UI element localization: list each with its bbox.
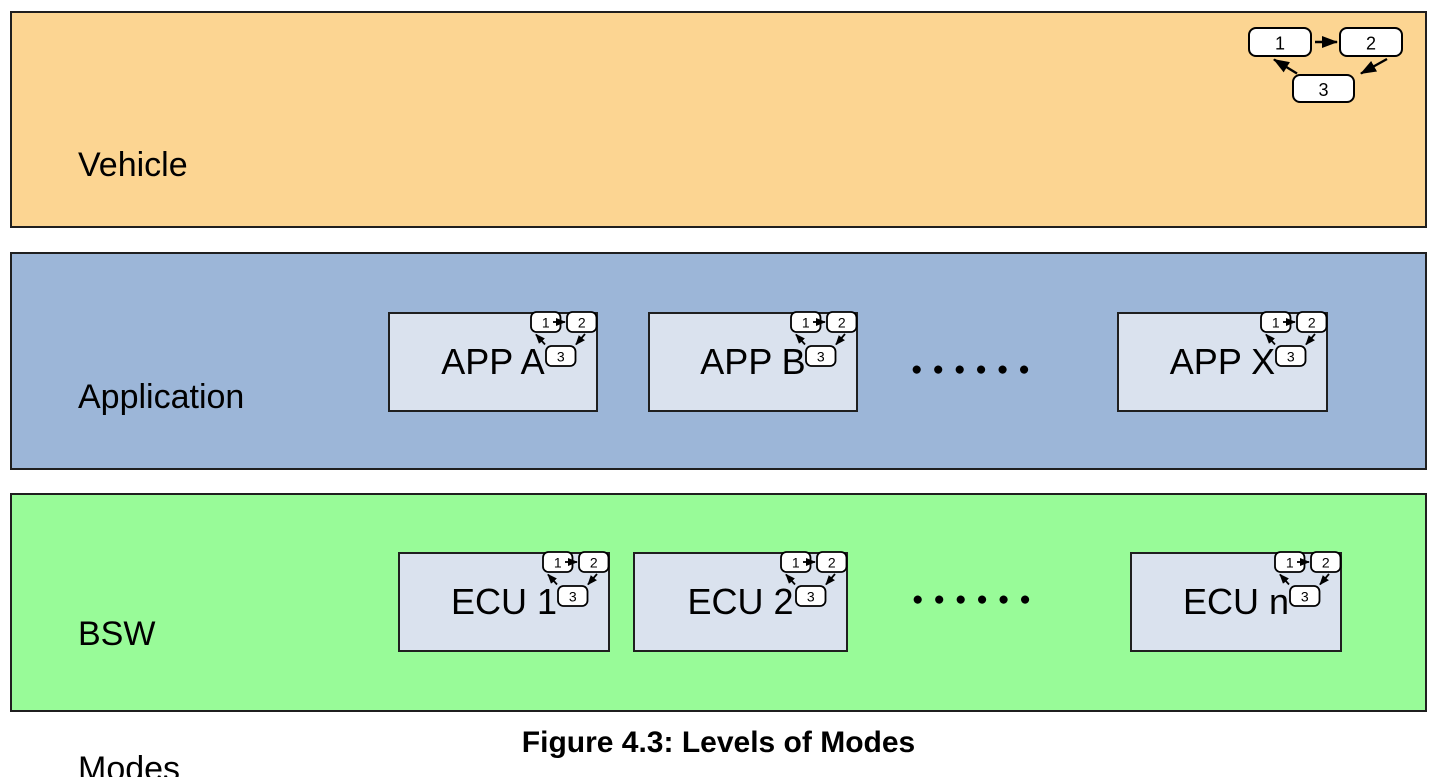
transition-arrow-3-1	[547, 573, 558, 586]
state-node-2-label: 2	[1366, 34, 1376, 54]
ecu-2-box-label: ECU 2	[687, 581, 794, 622]
app-a-box-label: APP A	[441, 341, 545, 382]
state-node-2-label: 2	[590, 555, 598, 571]
transition-arrow-2-3	[1319, 573, 1330, 586]
state-node-2-label: 2	[828, 555, 836, 571]
app-b-box-label: APP B	[700, 341, 806, 382]
state-node-3	[1292, 74, 1355, 103]
state-node-3	[545, 345, 577, 367]
ecu-1-state-diagram: 1 2 3	[542, 551, 612, 608]
state-node-3-label: 3	[557, 349, 565, 365]
state-node-1-label: 1	[542, 315, 550, 331]
ecu-n-box: ECU n 1 2 3	[1130, 551, 1344, 652]
state-node-2	[1339, 27, 1403, 57]
state-node-3	[557, 585, 589, 607]
mode-state-machine-mini: 1 2 3	[1260, 311, 1328, 367]
mode-state-machine-mini: 1 2 3	[1274, 551, 1342, 607]
state-node-2	[566, 311, 598, 333]
mode-state-machine-mini: 1 2 3	[530, 311, 598, 367]
transition-arrow-2-3	[825, 573, 836, 586]
app-x-box-label: APP X	[1169, 341, 1276, 382]
bsw-modes-label-line1: BSW	[78, 615, 156, 653]
state-node-3	[1275, 345, 1307, 367]
ecu-2-box: ECU 2 1 2 3	[633, 551, 850, 652]
state-node-3	[805, 345, 837, 367]
bsw-modes-band: BSW Modes ECU 1 1 2 3 ECU 2	[10, 493, 1427, 777]
ecu-2-state-diagram: 1 2 3	[780, 551, 850, 608]
transition-arrow-2-3	[835, 333, 846, 346]
transition-arrow-2-3	[1305, 333, 1316, 346]
ecu-1-box-label: ECU 1	[450, 581, 558, 622]
state-node-3-label: 3	[1301, 589, 1309, 605]
state-node-2-label: 2	[578, 315, 586, 331]
transition-arrow-3-1	[1265, 333, 1276, 346]
app-a-state-diagram: 1 2 3	[530, 311, 600, 368]
state-node-1-label: 1	[1272, 315, 1280, 331]
vehicle-modes-label-line1: Vehicle	[78, 146, 188, 184]
mode-state-machine-mini: 1 2 3	[542, 551, 610, 607]
state-node-3-label: 3	[807, 589, 815, 605]
transition-arrow-3-1	[535, 333, 546, 346]
app-a-box: APP A 1 2 3	[388, 311, 600, 412]
app-x-state-diagram: 1 2 3	[1260, 311, 1330, 368]
bsw-modes-label: BSW Modes	[78, 522, 180, 777]
state-node-2-label: 2	[1322, 555, 1330, 571]
state-node-2	[816, 551, 848, 573]
mode-state-machine-mini: 1 2 3	[780, 551, 848, 607]
transition-arrow-3-1	[795, 333, 806, 346]
bsw-modes-label-line2: Modes	[78, 750, 181, 777]
app-b-box: APP B 1 2 3	[648, 311, 860, 412]
app-b-state-diagram: 1 2 3	[790, 311, 860, 368]
state-node-3-label: 3	[1287, 349, 1295, 365]
transition-arrow-3-1	[1279, 573, 1290, 586]
state-node-3	[1289, 585, 1321, 607]
transition-arrow-2-3	[1360, 57, 1388, 75]
state-node-1-label: 1	[554, 555, 562, 571]
state-node-1-label: 1	[1275, 34, 1285, 54]
state-node-1-label: 1	[792, 555, 800, 571]
transition-arrow-3-1	[1273, 58, 1298, 75]
vehicle-state-diagram: 1 2 3	[1247, 26, 1407, 106]
state-node-2-label: 2	[1308, 315, 1316, 331]
transition-arrow-2-3	[575, 333, 586, 346]
ellipsis-dots: ●●●●●●	[911, 359, 1040, 380]
ecu-n-state-diagram: 1 2 3	[1274, 551, 1344, 608]
ecu-1-box: ECU 1 1 2 3	[398, 551, 612, 652]
state-node-2	[1310, 551, 1342, 573]
state-node-2	[578, 551, 610, 573]
state-node-1-label: 1	[1286, 555, 1294, 571]
state-node-2	[826, 311, 858, 333]
application-modes-label-line1: Application	[78, 378, 245, 416]
mode-state-machine-large: 1 2 3	[1248, 27, 1403, 103]
transition-arrow-3-1	[785, 573, 796, 586]
state-node-3-label: 3	[1318, 80, 1328, 100]
state-node-3-label: 3	[817, 349, 825, 365]
ellipsis-dots: ●●●●●●	[912, 589, 1041, 610]
mode-state-machine-mini: 1 2 3	[790, 311, 858, 367]
vehicle-modes-band: Vehicle Modes 1 2 3	[10, 11, 1427, 319]
app-x-box: APP X 1 2 3	[1117, 311, 1330, 412]
state-node-1-label: 1	[802, 315, 810, 331]
application-modes-band: Application Modes APP A 1 2 3 APP B	[10, 252, 1427, 551]
transition-arrow-2-3	[587, 573, 598, 586]
state-node-3	[795, 585, 827, 607]
ecu-n-box-label: ECU n	[1182, 581, 1290, 622]
state-node-1	[1248, 27, 1312, 57]
state-node-3-label: 3	[569, 589, 577, 605]
figure-caption: Figure 4.3: Levels of Modes	[521, 726, 916, 759]
state-node-2	[1296, 311, 1328, 333]
state-node-2-label: 2	[838, 315, 846, 331]
